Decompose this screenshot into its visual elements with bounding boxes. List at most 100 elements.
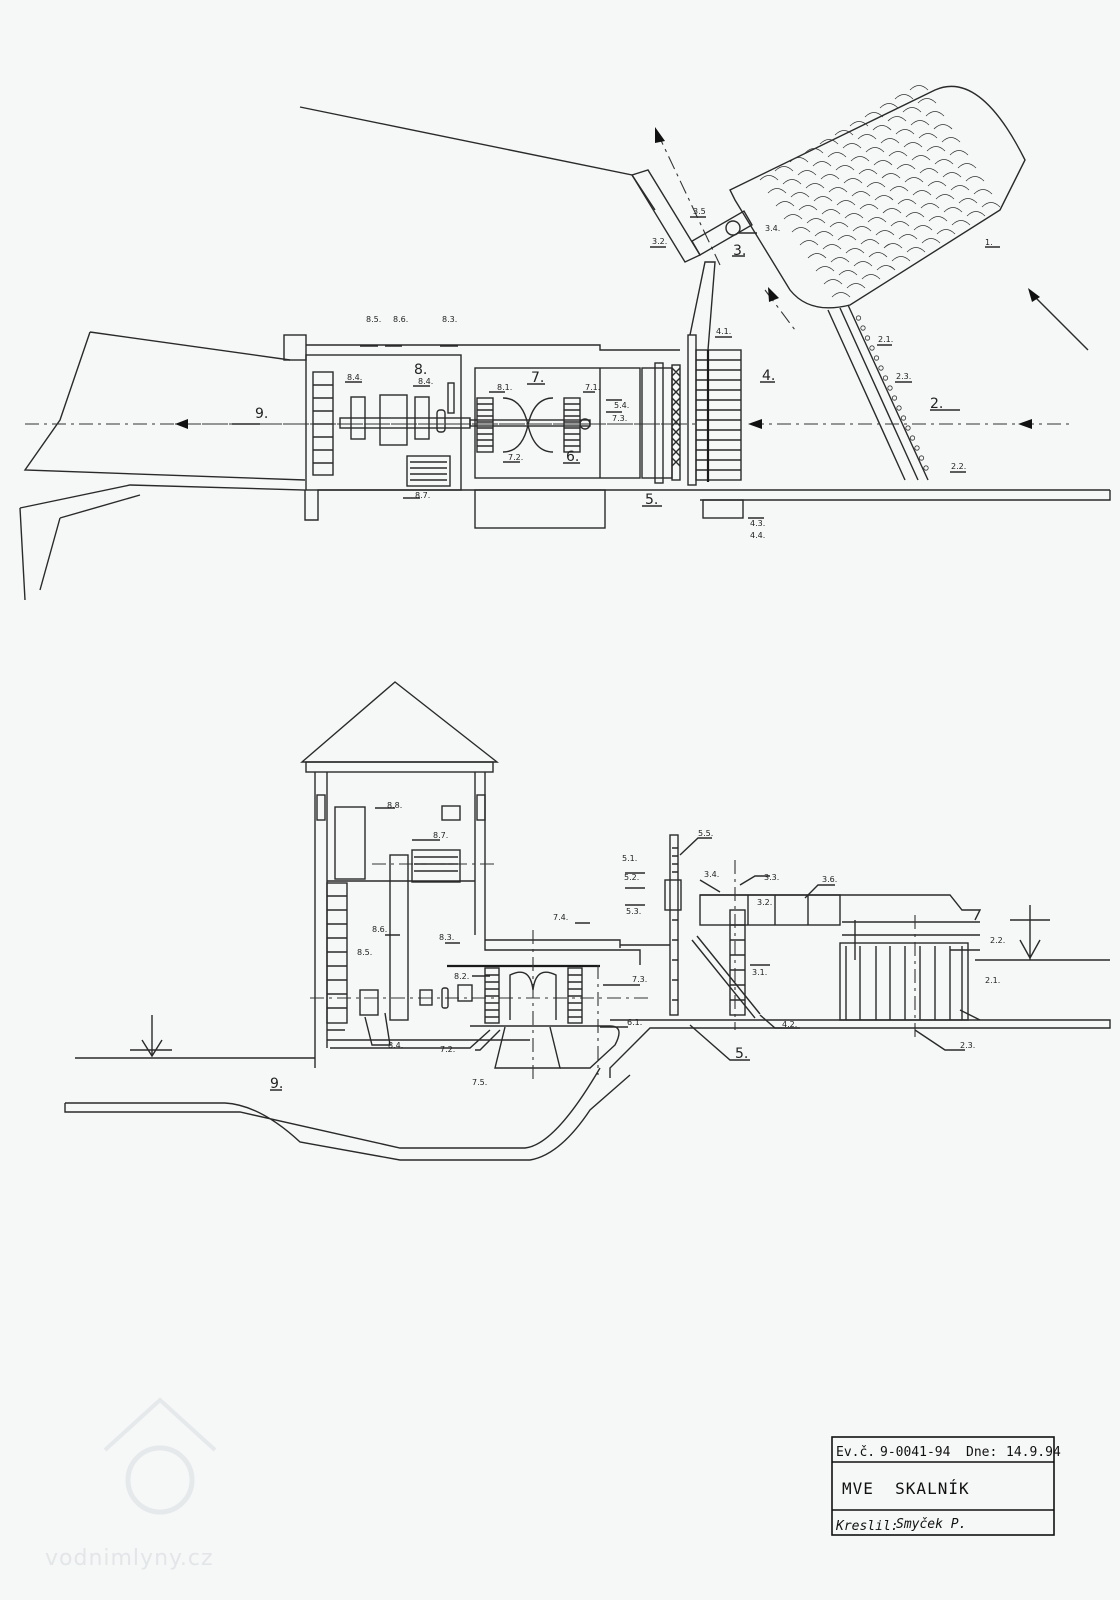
riprap-stone	[828, 187, 848, 193]
riprap-stone	[910, 120, 930, 126]
riprap-stone	[850, 156, 870, 162]
riprap-stone	[865, 147, 885, 153]
label-5-3: 5.3.	[626, 907, 641, 916]
riprap-stone	[775, 201, 795, 207]
ev-number: 9-0041-94	[880, 1445, 951, 1460]
riprap-stone	[866, 182, 886, 188]
label-2-2: 2.2.	[990, 936, 1005, 945]
riprap-stone	[875, 230, 895, 236]
riprap-stone	[918, 133, 938, 139]
label-7: 7.	[531, 370, 544, 386]
riprap-stone	[842, 143, 862, 149]
riprap-stone	[928, 216, 948, 222]
riprap-stone	[895, 129, 915, 135]
label-3-1: 3.1.	[752, 968, 767, 977]
riprap-stone	[835, 165, 855, 171]
screen-bar	[869, 345, 875, 351]
riprap-stone	[814, 231, 834, 237]
label-5-4: 5.4.	[614, 401, 629, 410]
screen-bar	[887, 385, 893, 391]
riprap-stone	[774, 166, 794, 172]
riprap-stone	[898, 234, 918, 240]
screen-bar	[864, 335, 871, 341]
signature: Smyček P.	[896, 1517, 966, 1532]
label-8-3: 8.3.	[442, 315, 457, 324]
riprap-stone	[812, 161, 832, 167]
label-9: 9.	[270, 1076, 283, 1092]
riprap-stone	[813, 196, 833, 202]
label-3-4: 3.4.	[704, 870, 719, 879]
riprap-stone	[880, 138, 900, 144]
label-8-3: 8.3.	[439, 933, 454, 942]
riprap-stone	[807, 253, 827, 259]
riprap-stone	[926, 146, 946, 152]
riprap-stone	[872, 125, 892, 131]
label-7-2: 7.2.	[440, 1045, 455, 1054]
riprap-stone	[834, 130, 854, 136]
riprap-stone	[782, 179, 802, 185]
screen-bar	[900, 415, 907, 421]
riprap-stone	[934, 159, 954, 165]
label-3-2: 3.2.	[757, 898, 772, 907]
label-8-4: 8.4.	[388, 1041, 403, 1050]
riprap-stone	[843, 178, 863, 184]
label-8-6: 8.6.	[372, 925, 387, 934]
label-4-4: 4.4.	[750, 531, 765, 540]
screen-bar	[896, 405, 902, 411]
riprap-stone	[887, 116, 907, 122]
label-7-4: 7.4.	[553, 913, 568, 922]
riprap-stone	[797, 170, 817, 176]
riprap-stone	[860, 239, 880, 245]
riprap-stone	[852, 226, 872, 232]
riprap-stone	[858, 169, 878, 175]
riprap-stone	[861, 274, 881, 280]
label-6: 6.	[566, 449, 579, 465]
label-6-1: 6.1.	[627, 1018, 642, 1027]
label-8-5: 8.5.	[357, 948, 372, 957]
screen-bar	[855, 315, 862, 321]
label-4-3: 4.3.	[750, 519, 765, 528]
riprap-stone	[981, 202, 1001, 208]
riprap-stone	[919, 168, 939, 174]
watermark: vodnimlyny.cz	[45, 1397, 217, 1571]
title-block: Ev.č. 9-0041-94 Dne: 14.9.94 MVE SKALNÍK…	[831, 1436, 1061, 1536]
riprap-stone	[958, 198, 978, 204]
label-8-7: 8.7.	[415, 491, 430, 500]
riprap-stone	[767, 188, 787, 194]
label-8-6: 8.6.	[393, 315, 408, 324]
riprap-stone	[876, 265, 896, 271]
label-3: 3.	[733, 243, 746, 259]
label-3-5: 3.5	[693, 207, 706, 216]
label-8-4a: 8.4.	[347, 373, 362, 382]
riprap-stone	[827, 152, 847, 158]
riprap-stone	[846, 283, 866, 289]
label-3-2: 3.2.	[652, 237, 667, 246]
riprap-stone	[890, 221, 910, 227]
riprap-stone	[965, 176, 985, 182]
riprap-stone	[913, 225, 933, 231]
riprap-stone	[837, 235, 857, 241]
riprap-stone	[849, 121, 869, 127]
riprap-stone	[904, 177, 924, 183]
riprap-stone	[957, 163, 977, 169]
riprap-stone	[805, 183, 825, 189]
riprap-stone	[917, 98, 937, 104]
label-4-2: 4.2.	[782, 1020, 797, 1029]
label-7-3: 7.3.	[632, 975, 647, 984]
riprap-stone	[920, 203, 940, 209]
label-9: 9.	[255, 406, 268, 422]
riprap-stone	[806, 218, 826, 224]
label-2-3: 2.3.	[896, 372, 911, 381]
riprap-stone	[791, 227, 811, 233]
riprap-stone	[950, 185, 970, 191]
label-3-3: 3.3.	[764, 873, 779, 882]
riprap-stone	[867, 217, 887, 223]
label-5: 5.	[735, 1046, 748, 1062]
label-2-2: 2.2.	[951, 462, 966, 471]
label-2-3: 2.3.	[960, 1041, 975, 1050]
screen-bar	[905, 425, 911, 431]
riprap-stone	[912, 190, 932, 196]
screen-bar	[878, 365, 884, 371]
label-8-7: 8.7.	[433, 831, 448, 840]
